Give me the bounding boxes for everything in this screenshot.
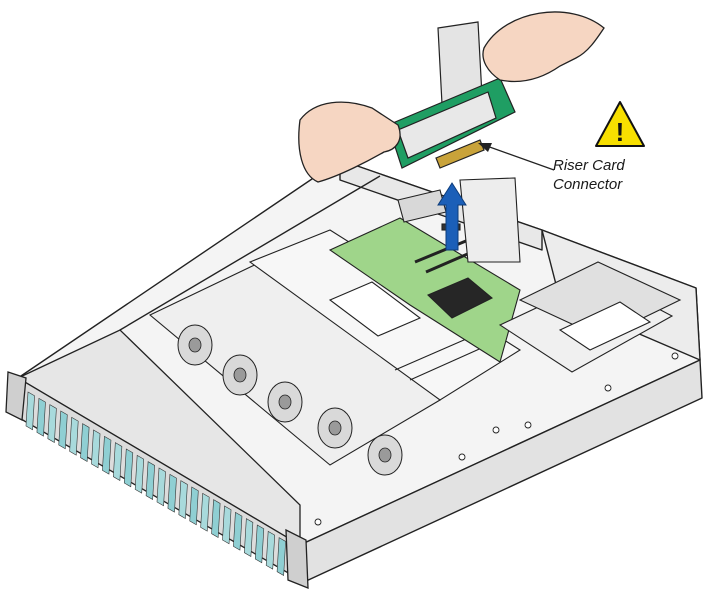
hands bbox=[298, 11, 605, 183]
screw bbox=[492, 426, 500, 434]
callout-line-2: Connector bbox=[553, 176, 623, 193]
psu-bay bbox=[498, 261, 682, 373]
screw bbox=[604, 384, 612, 392]
left-rack-ear bbox=[5, 371, 27, 422]
chassis-left-wall bbox=[119, 175, 381, 331]
drive-bay bbox=[113, 442, 123, 481]
fan bbox=[222, 354, 258, 396]
fan bbox=[317, 407, 353, 449]
callout-leader bbox=[478, 143, 555, 171]
drive-bay bbox=[222, 505, 232, 545]
warning-triangle-icon: ! bbox=[595, 101, 645, 147]
callout-line-1: Riser Card bbox=[553, 157, 625, 174]
drive-bay bbox=[276, 537, 286, 576]
drive-bay bbox=[189, 486, 199, 526]
drive-bay bbox=[265, 530, 276, 570]
drive-bay bbox=[254, 524, 265, 564]
callout-arrowhead bbox=[478, 143, 492, 152]
drive-bay bbox=[123, 448, 134, 488]
drive-bay bbox=[200, 492, 210, 532]
drive-bay bbox=[80, 423, 90, 462]
screw bbox=[314, 518, 322, 526]
fan bbox=[177, 324, 213, 366]
lift-arrow bbox=[437, 182, 467, 251]
drive-bay bbox=[178, 480, 188, 519]
fan bbox=[367, 434, 403, 476]
drive-bay bbox=[47, 404, 57, 443]
drive-bay bbox=[134, 454, 145, 494]
drive-bay bbox=[145, 461, 155, 500]
drive-bay bbox=[58, 410, 68, 450]
right-rack-ear bbox=[285, 528, 309, 589]
screw bbox=[671, 352, 679, 360]
riser-card-connector-callout: Riser Card Connector bbox=[553, 156, 663, 194]
screw bbox=[524, 421, 532, 429]
cpu-heatsink bbox=[427, 277, 493, 319]
drive-bay bbox=[102, 435, 112, 475]
right-hand bbox=[482, 11, 605, 83]
screw bbox=[458, 453, 466, 461]
drive-bay bbox=[233, 511, 243, 551]
chassis-screws bbox=[314, 352, 679, 526]
drive-bay bbox=[25, 391, 35, 431]
up-arrow-icon bbox=[437, 182, 467, 251]
riser-card-assembly bbox=[387, 21, 516, 169]
drive-bay bbox=[156, 467, 166, 507]
warning-symbol: ! bbox=[616, 117, 625, 147]
air-duct-window bbox=[328, 281, 422, 337]
fans bbox=[177, 324, 403, 476]
psu-label bbox=[558, 301, 652, 351]
left-hand bbox=[298, 101, 401, 183]
drive-bay bbox=[244, 518, 254, 557]
drive-bay bbox=[211, 499, 221, 538]
drive-bay bbox=[167, 473, 177, 513]
drive-bays bbox=[25, 391, 286, 576]
riser-card-edge-connector bbox=[435, 139, 485, 169]
drive-bay bbox=[36, 397, 46, 437]
riser-cage-wall bbox=[459, 177, 521, 263]
drive-bay bbox=[91, 429, 101, 469]
rear-riser-cage bbox=[397, 177, 521, 263]
riser-card-plate bbox=[397, 91, 497, 159]
fan bbox=[267, 381, 303, 423]
drive-bay bbox=[69, 416, 79, 456]
